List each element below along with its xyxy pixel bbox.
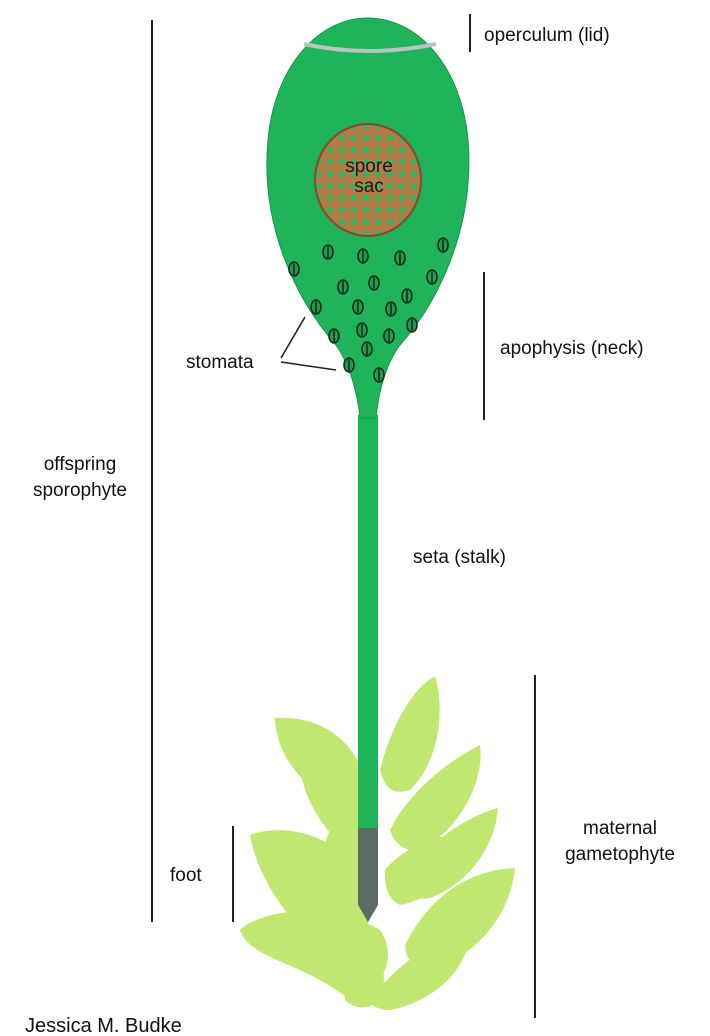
foot — [358, 828, 378, 922]
offspring-label-2: sporophyte — [33, 480, 127, 501]
operculum-label: operculum (lid) — [484, 25, 610, 46]
seta-stalk — [358, 415, 378, 830]
stoma — [384, 329, 394, 343]
stoma — [438, 238, 448, 252]
stoma — [395, 251, 405, 265]
stoma — [338, 280, 348, 294]
stoma — [362, 342, 372, 356]
maternal-label-2: gametophyte — [565, 844, 675, 865]
stoma — [358, 249, 368, 263]
stoma — [344, 358, 354, 372]
stoma — [311, 300, 321, 314]
stoma — [329, 329, 339, 343]
stoma — [369, 276, 379, 290]
spore-sac-label-2: sac — [354, 176, 384, 197]
stoma — [386, 302, 396, 316]
stoma — [402, 289, 412, 303]
stoma — [353, 300, 363, 314]
stoma — [357, 323, 367, 337]
stoma — [407, 318, 417, 332]
offspring-label-1: offspring — [44, 454, 117, 475]
stoma — [427, 270, 437, 284]
leaf — [380, 676, 440, 792]
maternal-label-1: maternal — [583, 818, 657, 839]
seta-label: seta (stalk) — [413, 547, 506, 568]
foot-label: foot — [170, 865, 202, 886]
stoma — [323, 245, 333, 259]
spore-sac-label-1: spore — [345, 156, 393, 177]
stoma — [289, 262, 299, 276]
stomata-label: stomata — [186, 352, 254, 373]
apophysis-label: apophysis (neck) — [500, 338, 644, 359]
stoma — [374, 368, 384, 382]
author-credit: Jessica M. Budke — [25, 1015, 182, 1036]
